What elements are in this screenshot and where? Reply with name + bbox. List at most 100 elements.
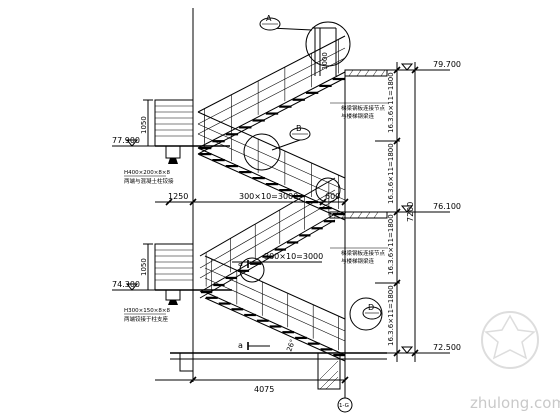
detail-circle-lower — [239, 257, 265, 283]
flight-mid-descending-tread — [332, 213, 345, 216]
svg-text:74.300: 74.300 — [112, 280, 140, 289]
horizontal-dims: 1250 300×10=3000 600 300×10=3000 4075 10… — [155, 52, 349, 394]
svg-text:H400×200×8×8: H400×200×8×8 — [124, 170, 170, 176]
flight-upper-ascending-tread — [199, 147, 212, 150]
flight-bottom-descending-midrail — [204, 267, 346, 332]
flight-bottom-descending-tread — [282, 331, 295, 334]
flight-mid-descending-tread — [212, 159, 225, 162]
svg-text:7200: 7200 — [406, 202, 415, 222]
flight-upper-ascending-handrail — [197, 35, 346, 113]
detail-circle-top — [305, 21, 351, 67]
flight-upper-ascending-tread — [212, 140, 225, 143]
svg-text:76.100: 76.100 — [433, 202, 461, 211]
svg-text:梯梁钢板连接节点: 梯梁钢板连接节点 — [341, 249, 386, 257]
flight-bottom-descending-tread — [269, 325, 282, 328]
flight-lower-ascending-midrail — [199, 189, 336, 269]
watermark-logo — [481, 311, 539, 369]
flight-mid-descending-tread — [265, 183, 279, 186]
top-handrail-post — [312, 27, 337, 76]
flight-lower-ascending-tread — [299, 234, 311, 237]
flight-mid-descending-tread — [252, 177, 265, 180]
svg-text:79.700: 79.700 — [433, 60, 461, 69]
flight-bottom-descending-tread — [256, 319, 269, 322]
joint-notes: 梯梁钢板连接节点 与楼梯钢梁连 梯梁钢板连接节点 与楼梯钢梁连 — [330, 102, 388, 265]
flight-upper-ascending-tread — [252, 119, 265, 122]
right-dimension-chain: 16.3.6×11=1800 16.3.6×11=1800 16.3.6×11=… — [375, 62, 420, 362]
svg-text:梯梁钢板连接节点: 梯梁钢板连接节点 — [341, 104, 386, 112]
svg-text:72.500: 72.500 — [433, 343, 461, 352]
beam-notes: H400×200×8×8 两端与混凝土柱铰接 H300×150×8×8 两端铰接… — [124, 170, 174, 323]
flight-upper-ascending-tread — [279, 105, 292, 108]
svg-text:1050: 1050 — [140, 258, 148, 276]
svg-text:77.900: 77.900 — [112, 136, 140, 145]
flight-bottom-descending-tread — [295, 336, 307, 340]
flight-lower-ascending-tread — [237, 269, 250, 272]
flight-mid-descending-tread — [239, 171, 252, 174]
flight-upper-ascending-tread — [319, 84, 332, 88]
flight-lower-ascending-lowrail — [199, 199, 336, 279]
flight-lower-ascending-stringer-top — [199, 213, 336, 293]
flight-lower-ascending-tread — [262, 255, 274, 258]
detail-circle-b — [243, 133, 281, 171]
flight-upper-ascending-tread — [332, 77, 345, 81]
flight-mid-descending-tread — [199, 153, 212, 156]
svg-text:B: B — [296, 124, 302, 133]
flight-lower-ascending-tread — [213, 283, 225, 287]
flight-lower-ascending-tread — [323, 220, 335, 223]
ground-slab — [170, 352, 387, 390]
flight-upper-ascending-tread — [265, 112, 279, 115]
flight-bottom-descending-lowrail — [204, 277, 346, 342]
flight-mid-descending-tread — [279, 189, 292, 192]
flight-upper-ascending-tread — [292, 98, 305, 101]
flight-mid-descending-tread — [292, 195, 305, 198]
svg-text:1250: 1250 — [168, 192, 188, 201]
stair-flights — [197, 35, 346, 362]
callout-d: D — [362, 303, 382, 320]
svg-text:D: D — [368, 303, 374, 312]
svg-text:a: a — [238, 341, 243, 350]
svg-text:两端与混凝土柱铰接: 两端与混凝土柱铰接 — [124, 177, 174, 185]
flight-upper-ascending-tread — [305, 91, 319, 94]
callout-b: B — [271, 124, 311, 151]
flight-mid-descending-stringer — [197, 153, 346, 221]
section-marker-a: a a — [238, 259, 270, 350]
flight-bottom-descending-tread — [333, 354, 345, 357]
svg-text:26°: 26° — [285, 338, 297, 352]
flight-upper-ascending-stringer — [197, 77, 346, 155]
svg-text:两端铰接于柱支座: 两端铰接于柱支座 — [124, 315, 169, 323]
detail-circle-d — [349, 297, 383, 331]
flight-mid-descending-midrail — [197, 123, 346, 191]
flight-bottom-descending-tread — [307, 342, 320, 345]
flight-upper-ascending-tread — [239, 126, 252, 129]
flight-bottom-descending-stringer — [204, 297, 346, 362]
flight-lower-ascending-tread — [286, 241, 299, 244]
flight-lower-ascending-tread — [225, 276, 237, 280]
flight-lower-ascending-tread — [274, 248, 286, 251]
landing-upper — [154, 99, 230, 164]
svg-text:300×10=3000: 300×10=3000 — [239, 192, 298, 201]
flight-bottom-descending-tread — [244, 313, 256, 317]
svg-text:H300×150×8×8: H300×150×8×8 — [124, 308, 170, 314]
flight-mid-descending-stringer-top — [197, 147, 346, 215]
callout-a-top: A — [259, 14, 313, 31]
svg-text:4075: 4075 — [254, 385, 274, 394]
svg-text:与楼梯钢梁连: 与楼梯钢梁连 — [341, 112, 375, 120]
svg-text:16.3.6×11=1800: 16.3.6×11=1800 — [387, 143, 395, 204]
flight-lower-ascending-handrail — [199, 177, 336, 257]
landing-lower — [154, 243, 232, 305]
axis-marker: 1-G — [337, 389, 353, 413]
watermark-text: zhulong.com — [470, 394, 560, 412]
flight-mid-descending-tread — [225, 165, 239, 168]
svg-text:16.3.6×11=1800: 16.3.6×11=1800 — [387, 72, 395, 133]
flight-bottom-descending-stringer-top — [204, 291, 346, 356]
svg-text:16.3.6×11=1800: 16.3.6×11=1800 — [387, 214, 395, 275]
svg-text:1-G: 1-G — [339, 403, 349, 409]
flight-bottom-descending-tread — [231, 308, 244, 311]
flight-mid-descending-handrail — [197, 111, 346, 179]
flight-upper-ascending-stringer-top — [197, 71, 346, 149]
svg-text:A: A — [266, 14, 272, 23]
flight-bottom-descending-tread — [218, 302, 231, 305]
floor-slab-top — [344, 69, 388, 77]
